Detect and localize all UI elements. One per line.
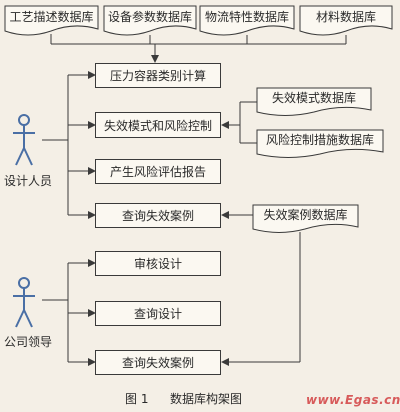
leader-actor-icon [13,277,35,328]
process-risk-report: 产生风险评估报告 [95,159,221,184]
designer-label: 设计人员 [4,174,53,188]
db-risk-control-measures: 风险控制措施数据库 [265,133,374,147]
watermark-text: www.Egas.cn [306,393,400,407]
doc-shape-logistics [199,5,295,36]
doc-shape-process [4,5,99,36]
figure-number: 图 1 [125,392,149,406]
db-equipment-parameters: 设备参数数据库 [107,9,192,24]
db-failure-mode: 失效模式数据库 [271,91,356,105]
designer-actor-icon [13,114,35,166]
db-materials: 材料数据库 [315,9,376,24]
process-designer-query-failure-case: 查询失效案例 [95,203,221,228]
db-logistics-characteristics: 物流特性数据库 [204,9,289,24]
doc-shape-equipment [103,5,197,36]
doc-shape-failure-mode [256,87,372,116]
leader-label: 公司领导 [4,335,53,349]
figure-title: 数据库构架图 [170,392,243,406]
doc-shape-failure-case [252,204,359,233]
process-vessel-category-calc: 压力容器类别计算 [95,63,221,88]
process-review-design: 审核设计 [95,251,221,276]
process-leader-query-failure-case: 查询失效案例 [95,350,221,375]
process-failure-mode-risk-control: 失效模式和风险控制 [95,112,221,138]
process-query-design: 查询设计 [95,301,221,326]
db-process-description: 工艺描述数据库 [9,9,94,24]
db-failure-case: 失效案例数据库 [263,208,348,222]
doc-shape-risk-control [256,129,384,158]
doc-shape-material [299,5,393,36]
